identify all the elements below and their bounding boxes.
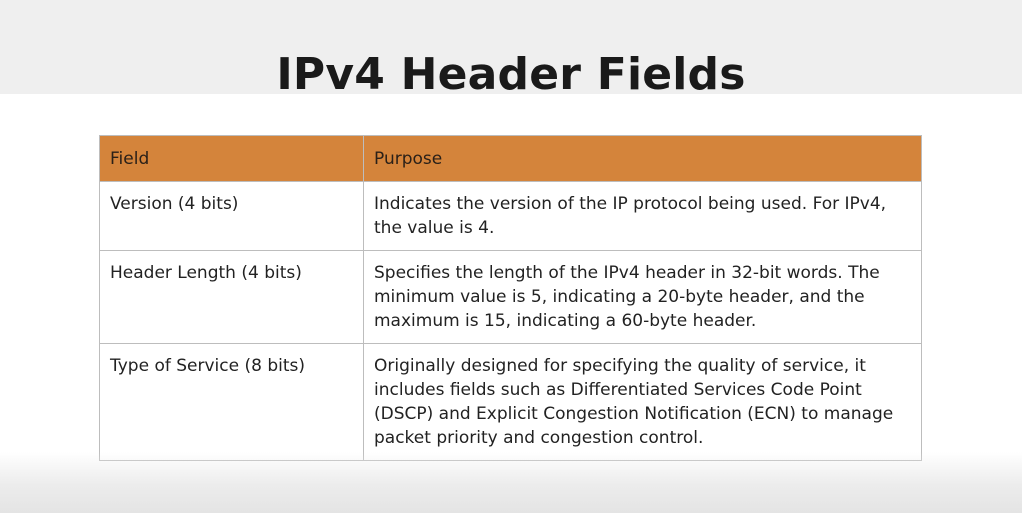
bottom-shadow (0, 452, 1022, 513)
field-cell: Header Length (4 bits) (99, 250, 364, 344)
purpose-cell: Originally designed for specifying the q… (363, 343, 922, 461)
field-cell: Type of Service (8 bits) (99, 343, 364, 461)
column-header-purpose: Purpose (363, 135, 922, 182)
table-row: Type of Service (8 bits) Originally desi… (99, 343, 922, 461)
purpose-cell: Specifies the length of the IPv4 header … (363, 250, 922, 344)
table-header-row: Field Purpose (99, 135, 922, 182)
ipv4-fields-table: Field Purpose Version (4 bits) Indicates… (99, 135, 922, 461)
purpose-cell: Indicates the version of the IP protocol… (363, 181, 922, 251)
field-cell: Version (4 bits) (99, 181, 364, 251)
table-row: Version (4 bits) Indicates the version o… (99, 181, 922, 251)
slide-title: IPv4 Header Fields (276, 49, 746, 101)
title-band (0, 0, 1022, 94)
column-header-field: Field (99, 135, 364, 182)
table-row: Header Length (4 bits) Specifies the len… (99, 250, 922, 344)
